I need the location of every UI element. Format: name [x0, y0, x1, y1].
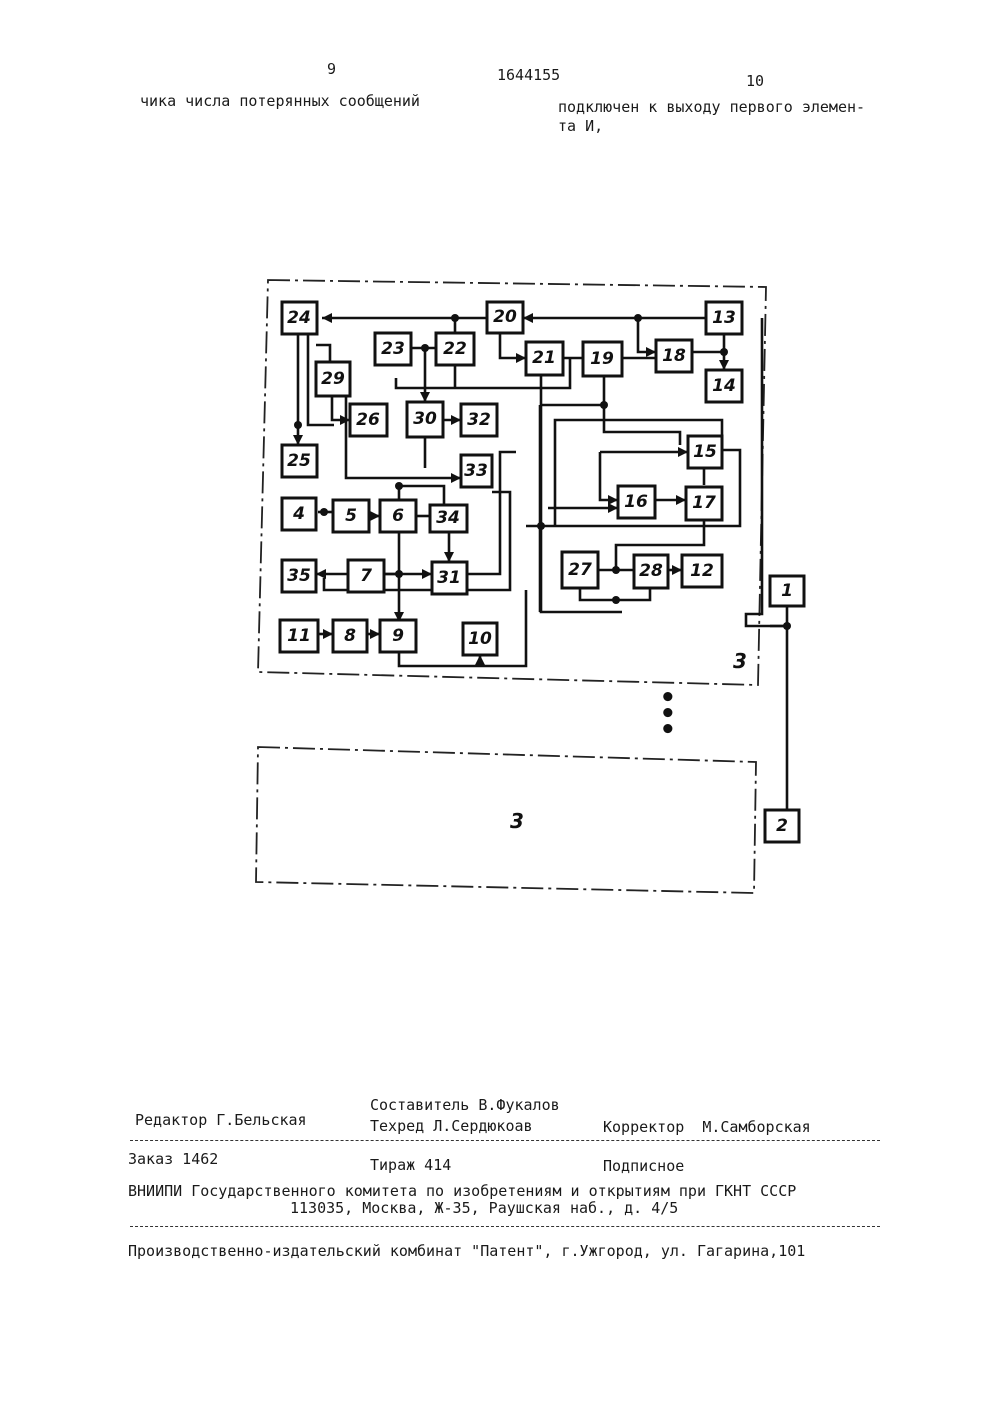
svg-text:20: 20: [493, 307, 517, 327]
block-7: 7: [348, 560, 384, 592]
svg-text:35: 35: [287, 566, 311, 586]
block-13: 13: [706, 302, 742, 334]
block-14: 14: [706, 370, 742, 402]
block-diagram: 3 3 • • •: [0, 0, 1000, 1000]
svg-text:13: 13: [712, 308, 736, 328]
block-20: 20: [487, 302, 523, 333]
block-23: 23: [375, 333, 411, 365]
block-16: 16: [618, 486, 655, 518]
editor-line: Редактор Г.Бельская: [135, 1111, 307, 1129]
block-35: 35: [282, 560, 316, 592]
svg-text:31: 31: [437, 568, 461, 588]
circulation-line: Тираж 414: [370, 1156, 451, 1174]
publisher-line: Производственно-издательский комбинат "П…: [128, 1242, 805, 1260]
block-21: 21: [526, 342, 563, 375]
subscription-line: Подписное: [603, 1157, 684, 1175]
block-8: 8: [333, 620, 367, 652]
svg-text:34: 34: [436, 508, 460, 528]
svg-text:6: 6: [392, 506, 404, 526]
svg-text:2: 2: [776, 816, 788, 836]
svg-text:33: 33: [464, 461, 488, 481]
block-33: 33: [461, 455, 492, 487]
block-34: 34: [430, 505, 467, 532]
svg-text:14: 14: [712, 376, 736, 396]
block-4: 4: [282, 498, 316, 530]
block-22: 22: [436, 333, 474, 365]
block-27: 27: [562, 552, 598, 588]
block-10: 10: [463, 623, 497, 655]
svg-text:24: 24: [287, 308, 311, 328]
block-9: 9: [380, 620, 416, 652]
svg-text:1: 1: [781, 581, 793, 601]
block-12: 12: [682, 555, 722, 587]
block-15: 15: [688, 436, 722, 468]
divider-line-1: [130, 1140, 880, 1141]
block-19: 19: [583, 342, 622, 376]
divider-line-2: [130, 1226, 880, 1227]
svg-text:32: 32: [467, 410, 491, 430]
svg-text:27: 27: [568, 560, 592, 580]
block-29: 29: [316, 362, 350, 396]
svg-text:10: 10: [468, 629, 492, 649]
svg-text:21: 21: [532, 348, 556, 368]
block-26: 26: [350, 404, 387, 436]
svg-text:30: 30: [413, 409, 437, 429]
svg-text:12: 12: [690, 561, 714, 581]
block-18: 18: [656, 340, 692, 372]
svg-text:18: 18: [662, 346, 686, 366]
block-17: 17: [686, 487, 722, 520]
block-32: 32: [461, 404, 497, 436]
svg-text:17: 17: [692, 493, 716, 513]
organization-line-1: ВНИИПИ Государственного комитета по изоб…: [128, 1182, 796, 1200]
svg-text:9: 9: [392, 626, 404, 646]
svg-text:15: 15: [693, 442, 717, 462]
organization-line-2: 113035, Москва, Ж-35, Раушская наб., д. …: [290, 1199, 678, 1217]
block-25: 25: [282, 445, 317, 477]
frame-label-upper: 3: [733, 649, 747, 673]
compiler-line: Составитель В.Фукалов: [370, 1096, 560, 1114]
techred-line: Техред Л.Сердюкоав: [370, 1117, 533, 1135]
block-30: 30: [407, 402, 443, 437]
svg-text:7: 7: [360, 566, 372, 586]
block-28: 28: [634, 555, 668, 588]
ellipsis-dot-3: •: [660, 715, 676, 745]
order-line: Заказ 1462: [128, 1150, 218, 1168]
svg-text:11: 11: [287, 626, 311, 646]
frame-label-lower: 3: [510, 809, 524, 833]
block-2: 2: [765, 810, 799, 842]
svg-text:23: 23: [381, 339, 405, 359]
svg-text:26: 26: [356, 410, 380, 430]
system-frame-lower: [256, 747, 756, 893]
svg-text:22: 22: [443, 339, 467, 359]
svg-text:19: 19: [590, 349, 614, 369]
svg-text:25: 25: [287, 451, 311, 471]
block-11: 11: [280, 620, 318, 652]
svg-text:16: 16: [624, 492, 648, 512]
block-1: 1: [770, 576, 804, 606]
svg-text:28: 28: [639, 561, 663, 581]
svg-text:4: 4: [292, 504, 305, 524]
block-31: 31: [432, 562, 467, 594]
block-5: 5: [333, 500, 369, 532]
block-6: 6: [380, 500, 416, 532]
block-24: 24: [282, 302, 317, 334]
svg-text:29: 29: [321, 369, 345, 389]
svg-text:8: 8: [344, 626, 356, 646]
corrector-line: Корректор М.Самборская: [603, 1118, 811, 1136]
svg-text:5: 5: [345, 506, 357, 526]
